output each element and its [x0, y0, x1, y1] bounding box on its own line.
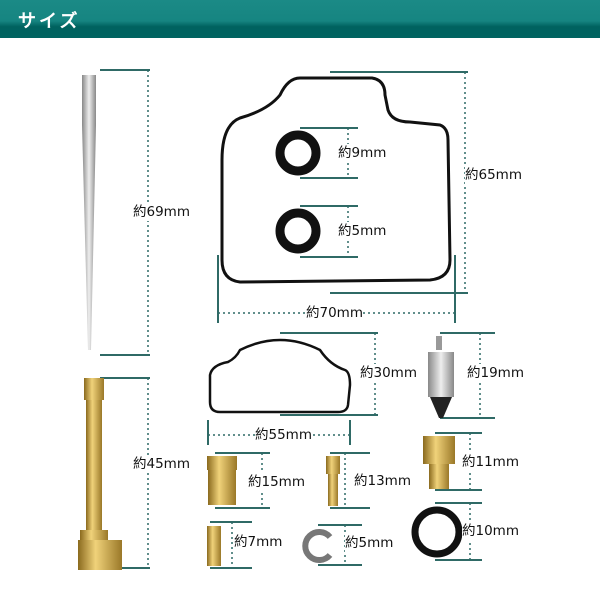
float-bowl-gasket-image: [220, 76, 452, 284]
section-title: サイズ: [18, 11, 81, 32]
gasket-width-label: 約70mm: [306, 304, 363, 322]
jet-needle-image: [82, 75, 96, 350]
small-gasket-width-label: 約55mm: [255, 426, 312, 444]
needle-jet-image: [78, 378, 122, 570]
float-valve-label: 約19mm: [467, 364, 524, 382]
section-header: サイズ: [0, 0, 600, 38]
small-gasket-image: [208, 338, 352, 414]
o-ring-5-image: [275, 208, 321, 254]
e-clip-image: [302, 529, 333, 563]
pilot-jet-label: 約13mm: [354, 472, 411, 490]
small-gasket-height-label: 約30mm: [360, 364, 417, 382]
o-ring-5-label: 約5mm: [338, 222, 387, 240]
small-jet-image: [207, 526, 221, 566]
e-clip-label: 約5mm: [345, 534, 394, 552]
float-valve-needle-image: [428, 336, 454, 418]
o-ring-10-label: 約10mm: [462, 522, 519, 540]
o-ring-9-label: 約9mm: [338, 144, 387, 162]
main-jet-label: 約15mm: [248, 473, 305, 491]
pilot-jet-image: [326, 456, 340, 506]
small-jet-label: 約7mm: [234, 533, 283, 551]
gasket-height-label: 約65mm: [465, 166, 522, 184]
hex-jet-label: 約11mm: [462, 453, 519, 471]
main-jet-image: [207, 456, 237, 505]
o-ring-10-image: [411, 506, 463, 558]
hex-jet-image: [423, 436, 455, 489]
needle-jet-label: 約45mm: [133, 455, 190, 473]
o-ring-9-image: [275, 130, 321, 176]
dimension-lines: [100, 69, 495, 569]
jet-needle-size-label: 約69mm: [133, 203, 190, 221]
